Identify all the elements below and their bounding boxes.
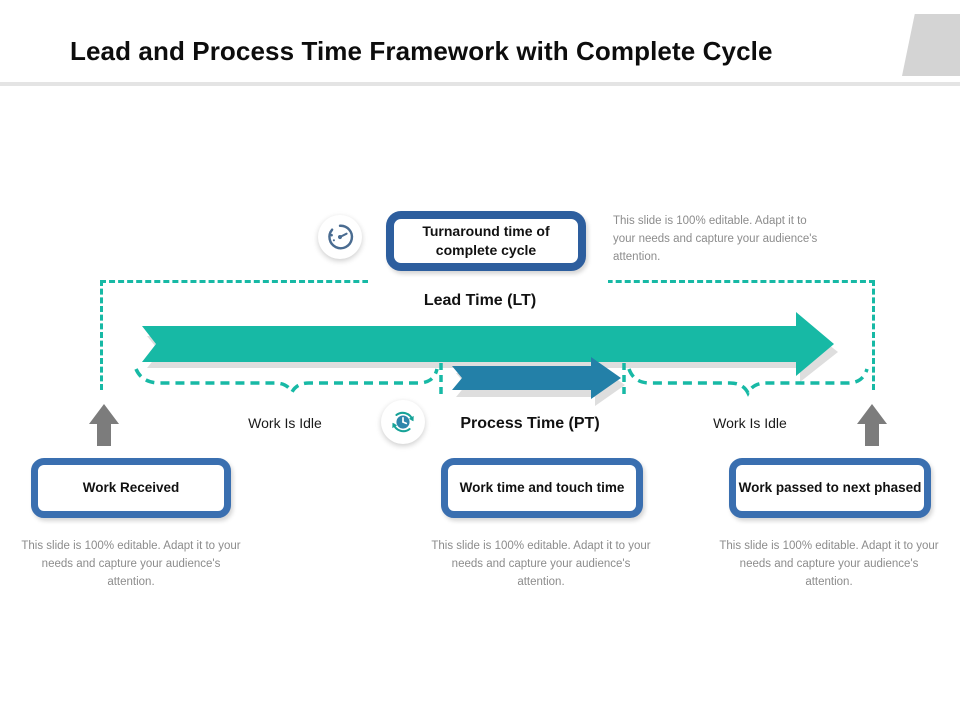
lead-time-label: Lead Time (LT) xyxy=(423,292,537,309)
caption-work-time: This slide is 100% editable. Adapt it to… xyxy=(431,540,651,588)
clock-refresh-icon xyxy=(381,400,425,444)
slide-header: Lead and Process Time Framework with Com… xyxy=(0,0,960,86)
turnaround-time-card-label: Turnaround time of complete cycle xyxy=(422,223,550,258)
header-divider xyxy=(0,82,960,86)
speedometer-gauge-icon xyxy=(318,215,362,259)
clock-refresh-glyph xyxy=(392,411,414,433)
header-corner-accent xyxy=(902,14,960,76)
stage-card-work-received-label: Work Received xyxy=(82,479,180,495)
work-received-up-arrow xyxy=(89,404,119,446)
turnaround-time-card[interactable]: Turnaround time of complete cycle xyxy=(386,211,586,271)
process-time-label: Process Time (PT) xyxy=(460,415,600,432)
speedometer-gauge-glyph xyxy=(328,224,354,250)
stage-card-work-time-label: Work time and touch time xyxy=(459,479,625,495)
stage-card-work-time[interactable]: Work time and touch time xyxy=(441,458,643,518)
caption-work-received: This slide is 100% editable. Adapt it to… xyxy=(21,540,241,588)
page-title: Lead and Process Time Framework with Com… xyxy=(70,36,773,66)
stage-card-work-passed-label: Work passed to next phased xyxy=(738,479,922,495)
stage-card-work-received[interactable]: Work Received xyxy=(31,458,231,518)
work-passed-up-arrow xyxy=(857,404,887,446)
work-is-idle-left-label: Work Is Idle xyxy=(248,415,322,431)
caption-work-passed: This slide is 100% editable. Adapt it to… xyxy=(719,540,939,588)
caption-turnaround: This slide is 100% editable. Adapt it to… xyxy=(613,215,818,263)
work-is-idle-right-label: Work Is Idle xyxy=(713,415,787,431)
lead-time-bracket-gap xyxy=(368,277,608,286)
stage-card-work-passed[interactable]: Work passed to next phased xyxy=(729,458,931,518)
